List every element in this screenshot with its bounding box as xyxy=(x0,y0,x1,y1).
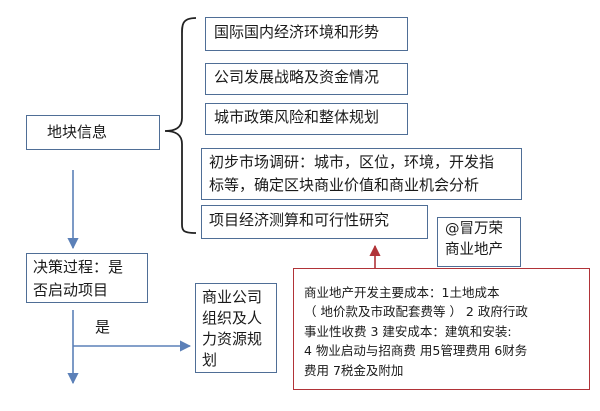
node-cost-line-3: 事业性收费 3 建安成本：建筑和安装: xyxy=(304,323,512,339)
node-env: 国际国内经济环境和形势 xyxy=(205,17,408,51)
node-feasibility-line-1: 项目经济测算和可行性研究 xyxy=(209,211,390,229)
node-cost-line-2: （ 地价款及市政配套费等 ） 2 政府行政 xyxy=(304,304,528,320)
node-info: 地块信息 xyxy=(26,115,160,150)
node-strategy: 公司发展战略及资金情况 xyxy=(205,63,408,95)
group-brace xyxy=(164,17,197,234)
node-decision-line-2: 否启动项目 xyxy=(33,280,109,299)
node-feasibility: 项目经济测算和可行性研究 xyxy=(201,205,428,239)
node-watermark-line-1: @冒万荣 xyxy=(445,221,503,237)
node-org: 商业公司 组织及人 力资源规 划 xyxy=(195,283,277,373)
node-decision-line-1: 决策过程：是 xyxy=(33,258,124,276)
node-market-line-1: 初步市场调研：城市，区位，环境，开发指 xyxy=(209,153,495,171)
node-cost-line-5: 费用 7税金及附加 xyxy=(304,362,404,378)
node-org-line-1: 商业公司 xyxy=(202,288,263,306)
node-cost-line-1: 商业地产开发主要成本：1土地成本 xyxy=(304,285,500,300)
node-cost-line-4: 4 物业启动与招商费 用5管理费用 6财务 xyxy=(304,343,528,359)
node-org-line-3: 力资源规 xyxy=(202,330,263,348)
node-market: 初步市场调研：城市，区位，环境，开发指 标等，确定区块商业价值和商业机会分析 xyxy=(201,148,522,200)
node-policy: 城市政策风险和整体规划 xyxy=(205,103,408,135)
node-policy-line-1: 城市政策风险和整体规划 xyxy=(214,108,380,126)
node-market-line-2: 标等，确定区块商业价值和商业机会分析 xyxy=(209,175,480,194)
edge-label-yes: 是 xyxy=(95,318,111,336)
node-cost: 商业地产开发主要成本：1土地成本 （ 地价款及市政配套费等 ） 2 政府行政 事… xyxy=(293,268,590,390)
node-org-line-2: 组织及人 xyxy=(202,309,263,327)
node-watermark-line-2: 商业地产 xyxy=(445,242,503,259)
node-strategy-line-1: 公司发展战略及资金情况 xyxy=(214,68,380,86)
node-info-line-1: 地块信息 xyxy=(47,123,108,141)
node-env-line-1: 国际国内经济环境和形势 xyxy=(214,23,380,41)
node-watermark: @冒万荣 商业地产 xyxy=(437,217,521,267)
node-decision: 决策过程：是 否启动项目 xyxy=(26,253,148,303)
node-org-line-4: 划 xyxy=(202,351,218,369)
